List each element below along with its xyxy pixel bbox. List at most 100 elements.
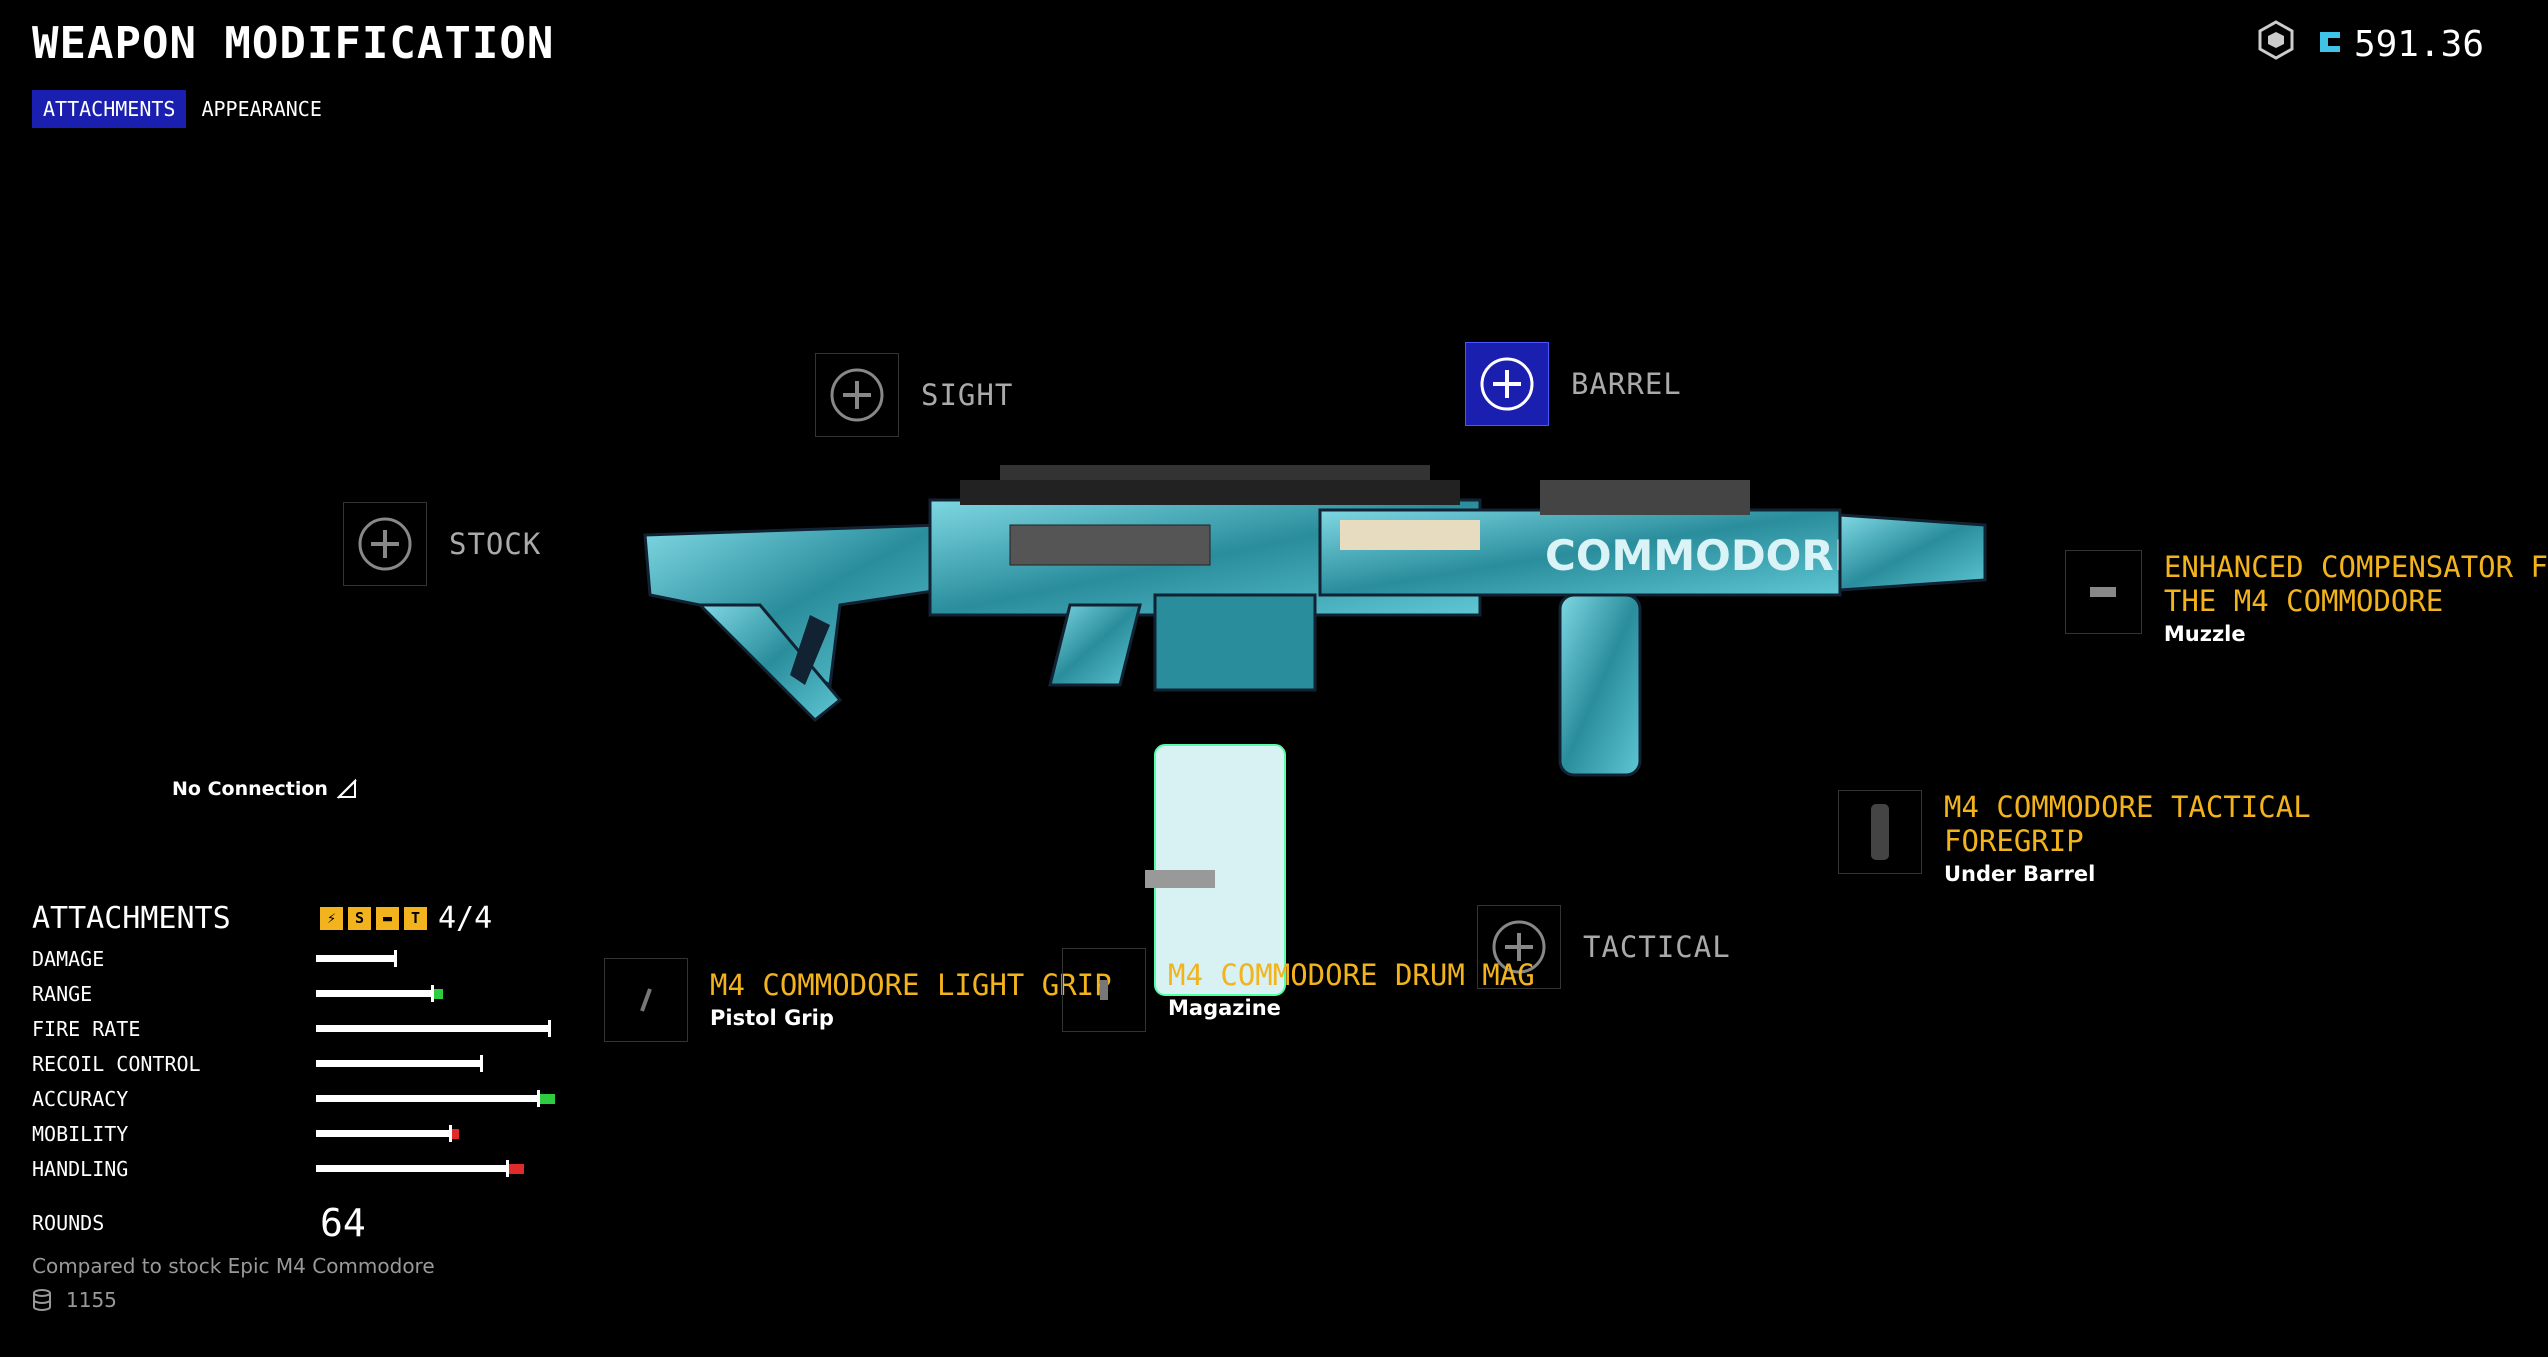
muzzle-type: Muzzle	[2163, 622, 2246, 646]
attachment-count: 4/4	[438, 900, 493, 936]
muzzle-badge-icon: ⚡	[320, 906, 343, 930]
underbarrel-name-line1: M4 COMMODORE TACTICAL	[1944, 790, 2311, 824]
stat-bar	[315, 1055, 572, 1072]
stat-name: ACCURACY	[32, 1086, 129, 1111]
muzzle-icon	[2090, 587, 2117, 597]
stat-row: DAMAGE	[32, 941, 572, 976]
stat-bar	[315, 1090, 572, 1107]
stat-name: MOBILITY	[32, 1121, 129, 1146]
add-stock-button[interactable]	[343, 502, 427, 586]
loadout-icon[interactable]	[2258, 20, 2294, 69]
magazine-thumbnail	[1062, 948, 1146, 1032]
attachments-heading: ATTACHMENTS	[32, 900, 231, 936]
underbarrel-type: Under Barrel	[1944, 862, 2096, 886]
stat-bar-delta	[539, 1094, 555, 1104]
stat-bar-marker	[430, 985, 434, 1002]
add-sight-button[interactable]	[815, 353, 899, 437]
tab-attachments[interactable]: ATTACHMENTS	[32, 90, 187, 128]
muzzle-name-line1: ENHANCED COMPENSATOR F	[2163, 550, 2548, 584]
stat-bar-marker	[547, 1020, 551, 1037]
rounds-label: ROUNDS	[32, 1211, 105, 1235]
stat-bar-marker	[448, 1125, 452, 1142]
tactical-badge-icon: T	[404, 906, 427, 930]
magazine-name: M4 COMMODORE DRUM MAG	[1168, 958, 1535, 992]
currency-display: 591.36	[2258, 20, 2484, 69]
stat-name: HANDLING	[32, 1156, 129, 1181]
weapon-model: COMMODORE	[643, 465, 1987, 996]
grip-icon	[640, 988, 652, 1012]
connection-status: No Connection	[172, 778, 358, 800]
stat-name: FIRE RATE	[32, 1016, 141, 1041]
pistol-grip-thumbnail	[604, 958, 688, 1042]
add-tactical-button[interactable]	[1477, 905, 1561, 989]
add-barrel-button[interactable]	[1465, 342, 1549, 426]
stat-bar-fill	[315, 1130, 451, 1137]
stat-bar-fill	[315, 990, 433, 997]
plus-icon	[1492, 920, 1546, 974]
database-icon	[33, 1289, 51, 1311]
stat-bar-delta	[432, 989, 444, 999]
stat-list: DAMAGE RANGE FIRE RATE RECOIL CONTROL ACCURA…	[32, 941, 572, 1186]
mode-tabs: ATTACHMENTS APPEARANCE	[32, 90, 333, 128]
slot-stock[interactable]: STOCK	[343, 502, 541, 586]
tab-appearance[interactable]: APPEARANCE	[201, 97, 322, 121]
stat-bar	[315, 1125, 572, 1142]
rounds-row: ROUNDS 64	[32, 1194, 572, 1252]
stat-row: RECOIL CONTROL	[32, 1046, 572, 1081]
underbarrel-name-line2: FOREGRIP	[1944, 824, 2084, 858]
equipped-muzzle[interactable]: ENHANCED COMPENSATOR F THE M4 COMMODORE …	[2065, 550, 2548, 646]
stat-bar-marker	[394, 950, 398, 967]
slot-sight[interactable]: SIGHT	[815, 353, 1013, 437]
cost-value: 1155	[66, 1288, 117, 1312]
plus-icon	[1480, 357, 1534, 411]
foregrip-thumbnail	[1838, 790, 1922, 874]
stat-row: FIRE RATE	[32, 1011, 572, 1046]
slot-label-barrel: BARREL	[1571, 367, 1682, 401]
magazine-type: Magazine	[1168, 996, 1281, 1020]
stat-row: MOBILITY	[32, 1116, 572, 1151]
stat-bar-delta	[508, 1164, 524, 1174]
rounds-value: 64	[320, 1201, 366, 1245]
slot-tactical[interactable]: TACTICAL	[1477, 905, 1731, 989]
stat-bar-fill	[315, 955, 397, 962]
stat-bar	[315, 1160, 572, 1177]
stat-row: ACCURACY	[32, 1081, 572, 1116]
no-signal-icon	[336, 778, 357, 799]
plus-icon	[830, 368, 884, 422]
attachment-badges: ⚡ S ▬ T 4/4	[320, 901, 492, 936]
credits-amount: 591.36	[2353, 24, 2484, 65]
stat-bar-marker	[506, 1160, 510, 1177]
credits-icon	[2316, 24, 2344, 65]
muzzle-name-line2: THE M4 COMMODORE	[2163, 584, 2444, 618]
stat-bar	[315, 950, 572, 967]
svg-text:COMMODORE: COMMODORE	[1545, 531, 1862, 580]
slot-label-sight: SIGHT	[921, 378, 1014, 412]
stat-bar	[315, 985, 572, 1002]
stat-bar-marker	[537, 1090, 541, 1107]
equipped-underbarrel[interactable]: M4 COMMODORE TACTICAL FOREGRIP Under Bar…	[1838, 790, 2311, 886]
magazine-badge-icon: ▬	[376, 906, 399, 930]
stat-bar-fill	[315, 1060, 483, 1067]
stat-name: RANGE	[32, 981, 93, 1006]
equipped-pistol-grip[interactable]: M4 COMMODORE LIGHT GRIP Pistol Grip	[604, 958, 1112, 1042]
stat-row: RANGE	[32, 976, 572, 1011]
slot-label-stock: STOCK	[449, 527, 542, 561]
page-title: WEAPON MODIFICATION	[32, 18, 555, 69]
magazine-icon	[1100, 980, 1108, 1000]
stats-panel: ATTACHMENTS ⚡ S ▬ T 4/4 DAMAGE RANGE FIRE …	[32, 895, 572, 1312]
stat-bar-fill	[315, 1025, 550, 1032]
stat-bar	[315, 1020, 572, 1037]
stat-bar-marker	[480, 1055, 484, 1072]
attachments-summary: ATTACHMENTS ⚡ S ▬ T 4/4	[32, 895, 572, 941]
equipped-magazine[interactable]: M4 COMMODORE DRUM MAG Magazine	[1062, 948, 1535, 1032]
pistol-grip-type: Pistol Grip	[710, 1006, 834, 1030]
slot-barrel[interactable]: BARREL	[1465, 342, 1682, 426]
compare-text: Compared to stock Epic M4 Commodore	[32, 1254, 435, 1278]
stat-name: DAMAGE	[32, 946, 105, 971]
stat-name: RECOIL CONTROL	[32, 1051, 201, 1076]
plus-icon	[358, 517, 412, 571]
pistol-grip-name: M4 COMMODORE LIGHT GRIP	[710, 968, 1112, 1002]
cost-row: 1155	[32, 1288, 572, 1312]
stat-bar-delta	[450, 1129, 459, 1139]
stat-bar-fill	[315, 1095, 540, 1102]
